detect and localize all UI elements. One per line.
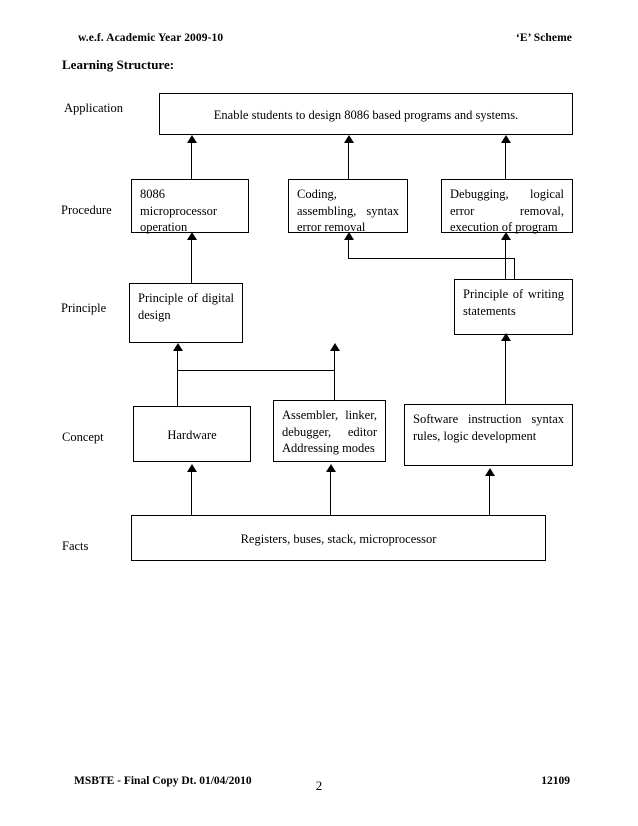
arrowhead-proc1-to-app [187,135,197,143]
box-concept-2-text: Assembler, linker, debugger, editor Addr… [282,408,377,455]
box-procedure-2-text: Coding, assembling, syntax error removal [297,187,399,234]
box-procedure-3-text: Debugging, logical error removal, execut… [450,187,564,234]
row-label-principle: Principle [61,301,107,315]
connector-con2-riser [334,370,335,400]
box-concept-1-text: Hardware [167,427,217,442]
row-label-application: Application [64,101,124,115]
box-procedure-1-text: 8086 microprocessor operation [140,187,218,234]
box-principle-1-text: Principle of digital design [138,291,234,322]
connector-proc1-to-app [191,137,192,179]
arrowhead-con1-to-prin1 [173,343,183,351]
box-principle-2: Principle of writing statements [454,279,573,335]
connector-facts-to-con3 [489,471,490,515]
page-title: Learning Structure: [62,57,175,72]
box-principle-1: Principle of digital design [129,283,243,343]
arrowhead-prin1-to-proc1 [187,232,197,240]
connector-bridge-concept [177,370,334,371]
connector-proc3-to-app [505,137,506,179]
box-concept-3-text: Software instruction syntax rules, logic… [413,412,564,443]
arrowhead-con3-to-prin2 [501,333,511,341]
connector-facts-to-con1 [191,467,192,515]
footer-right-text: 12109 [541,775,570,787]
box-procedure-2: Coding, assembling, syntax error removal [288,179,408,234]
connector-prin2-riser [514,258,515,280]
box-principle-2-text: Principle of writing statements [463,287,564,318]
footer-left-text: MSBTE - Final Copy Dt. 01/04/2010 [74,775,252,787]
connector-con3-to-prin2 [505,335,506,404]
box-procedure-3: Debugging, logical error removal, execut… [441,179,573,234]
arrowhead-con2-to-prin2 [330,343,340,351]
arrowhead-facts-to-con3 [485,468,495,476]
box-concept-3: Software instruction syntax rules, logic… [404,404,573,466]
connector-facts-to-con2 [330,467,331,515]
box-facts: Registers, buses, stack, microprocessor [131,515,546,561]
box-concept-2: Assembler, linker, debugger, editor Addr… [273,400,386,462]
connector-con2-to-prin2 [334,346,335,371]
box-application: Enable students to design 8086 based pro… [159,93,573,135]
arrowhead-prin2-to-proc3 [501,232,511,240]
connector-prin2-to-proc3 [505,235,506,279]
row-label-facts: Facts [62,539,89,553]
connector-prin2-to-proc2 [348,235,349,259]
arrowhead-proc2-to-app [344,135,354,143]
box-application-text: Enable students to design 8086 based pro… [213,107,519,122]
arrowhead-proc3-to-app [501,135,511,143]
box-concept-1: Hardware [133,406,251,462]
row-label-concept: Concept [62,430,104,444]
connector-prin1-to-proc1 [191,235,192,283]
connector-bridge-principle2 [348,258,514,259]
box-procedure-1: 8086 microprocessor operation [131,179,249,234]
header-left-text: w.e.f. Academic Year 2009-10 [78,32,224,44]
footer-page-number: 2 [315,778,323,793]
arrowhead-facts-to-con2 [326,464,336,472]
connector-con1-to-prin1 [177,347,178,406]
connector-proc2-to-app [348,137,349,179]
arrowhead-facts-to-con1 [187,464,197,472]
row-label-procedure: Procedure [61,203,112,217]
box-facts-text: Registers, buses, stack, microprocessor [240,531,437,546]
header-right-text: ‘E’ Scheme [515,32,572,44]
arrowhead-prin2-to-proc2 [344,232,354,240]
